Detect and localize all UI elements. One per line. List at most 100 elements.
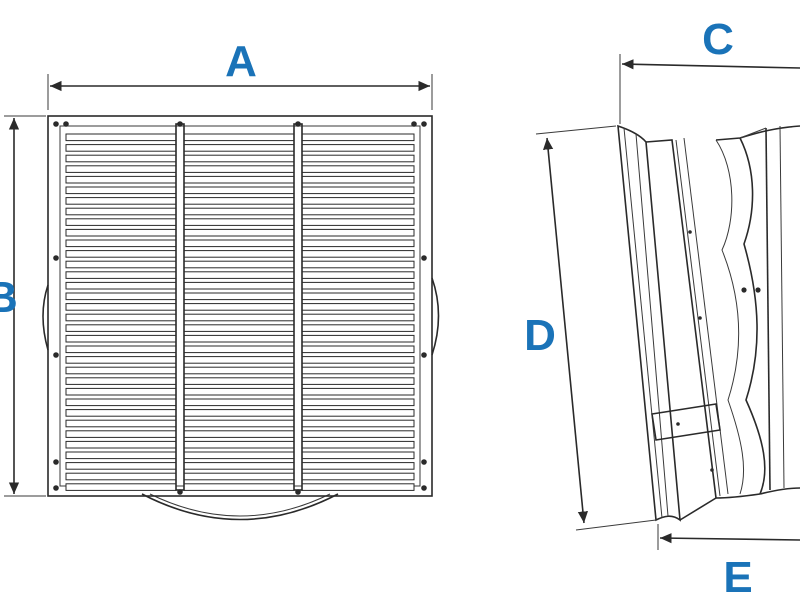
louver-slat xyxy=(65,472,177,481)
frame-bolt xyxy=(53,121,59,127)
louver-slat xyxy=(301,260,415,269)
louver-slat xyxy=(65,292,177,301)
louver-slat xyxy=(65,239,177,248)
louver-slat xyxy=(301,197,415,205)
louver-slat xyxy=(65,483,177,491)
louver-slat xyxy=(301,218,415,226)
dimension-d: D xyxy=(524,125,657,531)
frame-bolt xyxy=(177,489,183,495)
louver-slat xyxy=(301,409,415,417)
louver-slat xyxy=(183,271,295,279)
frame-bolt xyxy=(63,121,69,127)
louver-slat xyxy=(65,345,177,354)
louver-slat xyxy=(65,250,177,258)
louver-slat xyxy=(301,440,415,449)
louver-slat xyxy=(301,271,415,279)
louver-slat xyxy=(301,144,415,152)
louver-slat xyxy=(65,387,177,396)
louver-slat xyxy=(65,313,177,322)
louver-slat xyxy=(301,154,415,163)
louver-slat xyxy=(301,377,415,385)
louver-slat xyxy=(183,324,295,332)
frame-bolt xyxy=(53,352,59,358)
louver-slat xyxy=(183,218,295,226)
dimension-label-e: E xyxy=(723,553,752,600)
louver-slat xyxy=(65,175,177,184)
louver-slat xyxy=(301,165,415,173)
louver-slat xyxy=(65,218,177,226)
louver-slat xyxy=(183,483,295,491)
front-housing-bottom-arc xyxy=(141,493,339,521)
front-housing-left-arc xyxy=(42,284,49,351)
louver-slat xyxy=(301,207,415,216)
louver-slat xyxy=(183,186,295,195)
louver-slat xyxy=(301,472,415,481)
louver-slat xyxy=(183,292,295,301)
louver-slat xyxy=(65,197,177,205)
louver-slat xyxy=(65,271,177,279)
frame-bolt xyxy=(421,485,427,491)
louver-slat xyxy=(183,356,295,364)
louver-slat xyxy=(183,377,295,385)
side-rivet-5 xyxy=(710,468,714,472)
louver-slats xyxy=(65,133,415,491)
frame-bolt xyxy=(53,485,59,491)
louver-slat xyxy=(301,186,415,195)
louver-slat xyxy=(301,356,415,364)
louver-slat xyxy=(65,409,177,417)
louver-slat xyxy=(301,175,415,184)
louver-slat xyxy=(183,175,295,184)
front-view xyxy=(42,115,440,521)
frame-bolts xyxy=(53,121,427,495)
louver-slat xyxy=(183,440,295,449)
dimension-c: C xyxy=(619,15,800,124)
louver-slat xyxy=(65,154,177,163)
louver-slat xyxy=(301,313,415,322)
louver-slat xyxy=(183,366,295,375)
dimension-label-c: C xyxy=(702,15,734,64)
louver-slat xyxy=(183,303,295,311)
louver-slat xyxy=(65,228,177,237)
louver-slat xyxy=(301,483,415,491)
louver-slat xyxy=(183,144,295,152)
louver-slat xyxy=(183,398,295,407)
louver-slat xyxy=(183,239,295,248)
side-rivet-6 xyxy=(676,422,680,426)
louver-slat xyxy=(183,133,295,142)
frame-bolt xyxy=(421,121,427,127)
louver-slat xyxy=(301,250,415,258)
front-outer-frame xyxy=(47,115,433,497)
louver-slat xyxy=(65,260,177,269)
dimension-e: E xyxy=(657,524,800,600)
front-vertical-bar-left xyxy=(175,123,185,491)
louver-slat xyxy=(183,451,295,460)
dimension-label-d: D xyxy=(524,311,556,360)
dimension-label-a: A xyxy=(225,37,257,86)
louver-slat xyxy=(65,144,177,152)
louver-slat xyxy=(301,430,415,438)
louver-slat xyxy=(301,133,415,142)
dimension-a: A xyxy=(47,37,433,110)
louver-slat xyxy=(301,281,415,290)
louver-slat xyxy=(65,281,177,290)
louver-slat xyxy=(183,250,295,258)
louver-slat xyxy=(65,451,177,460)
louver-slat xyxy=(183,345,295,354)
louver-slat xyxy=(183,260,295,269)
louver-slat xyxy=(301,366,415,375)
dimension-label-b: B xyxy=(0,273,18,322)
louver-slat xyxy=(301,303,415,311)
louver-slat xyxy=(301,419,415,428)
louver-slat xyxy=(301,292,415,301)
louver-slat xyxy=(183,313,295,322)
louver-slat xyxy=(65,440,177,449)
dimension-b: B xyxy=(0,115,46,497)
louver-slat xyxy=(301,387,415,396)
louver-slat xyxy=(65,334,177,343)
louver-slat xyxy=(183,165,295,173)
side-housing-band xyxy=(645,139,717,521)
louver-slat xyxy=(65,303,177,311)
louver-slat xyxy=(65,398,177,407)
louver-slat xyxy=(183,409,295,417)
